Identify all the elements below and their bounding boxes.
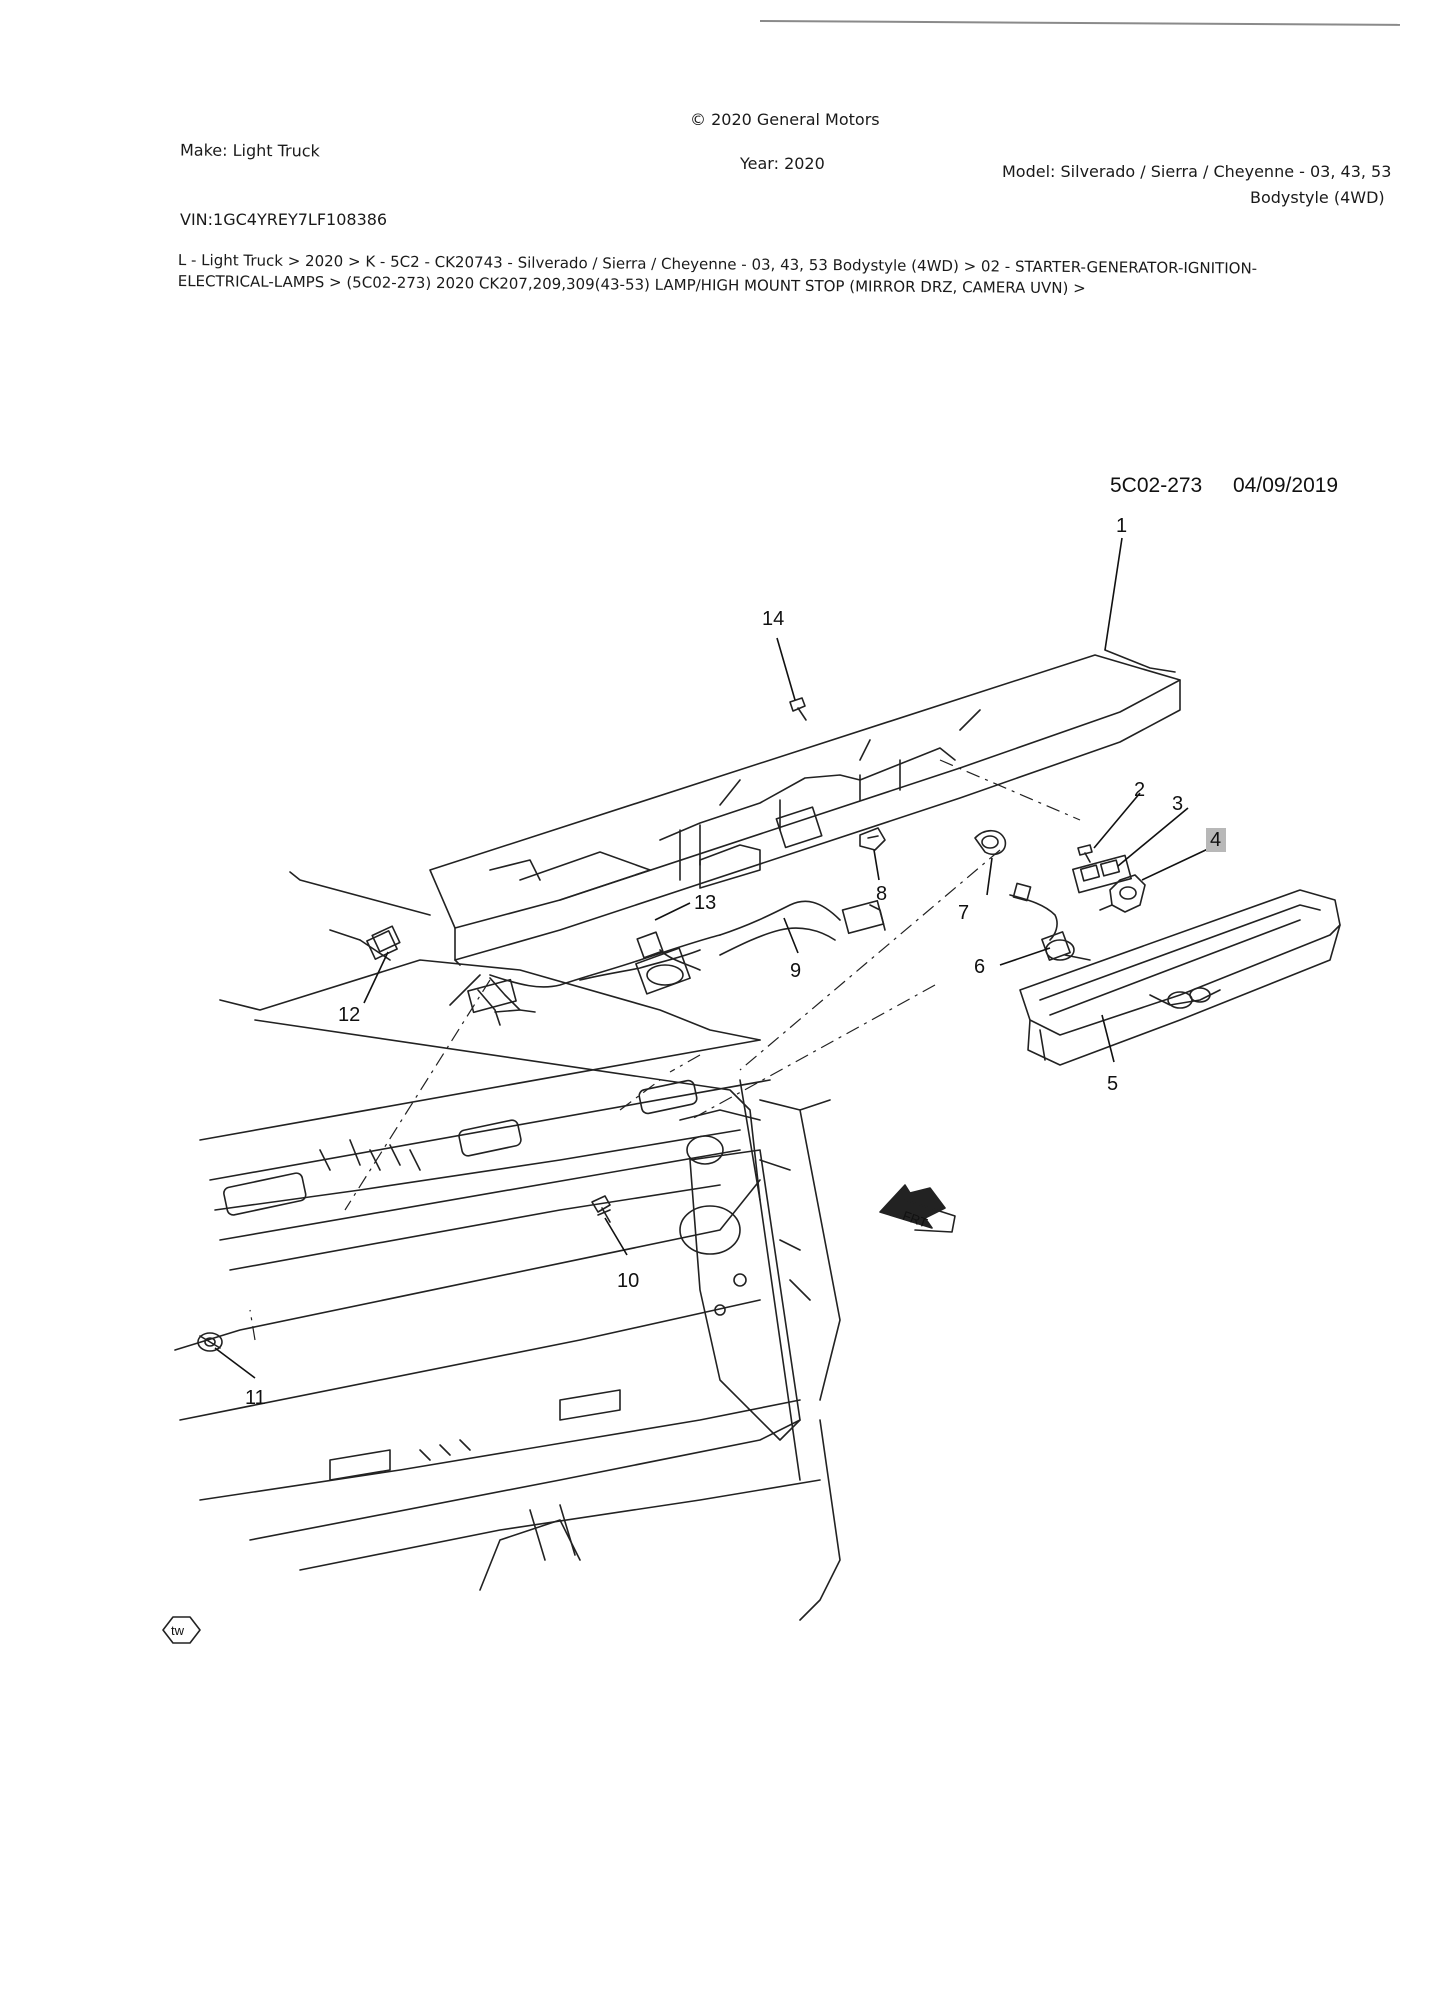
clip-8 (859, 827, 886, 851)
callout-7: 7 (958, 902, 969, 924)
stop-lamp-assembly (1019, 889, 1341, 1066)
callout-13: 13 (694, 892, 716, 914)
callout-leaders (214, 537, 1211, 1379)
callout-4: 4 (1210, 829, 1221, 851)
callout-1: 1 (1116, 515, 1127, 537)
wiring-harness (329, 899, 886, 1026)
callout-14: 14 (762, 608, 784, 630)
callout-10: 10 (617, 1270, 639, 1292)
year-field: Year: 2020 (740, 154, 825, 173)
bolt-14 (789, 697, 807, 721)
callout-3: 3 (1172, 793, 1183, 815)
lamp-bulb-socket (1099, 874, 1146, 913)
callout-9: 9 (790, 960, 801, 982)
breadcrumb: L - Light Truck > 2020 > K - 5C2 - CK207… (178, 250, 1318, 301)
high-mount-stop-housing (429, 649, 1181, 966)
model-field: Model: Silverado / Sierra / Cheyenne - 0… (1002, 162, 1392, 181)
tw-torque-symbol (162, 1616, 201, 1644)
tw-torque-label: tw (171, 1623, 185, 1638)
copyright-text: © 2020 General Motors (690, 110, 880, 129)
scan-edge-line (759, 20, 1400, 26)
screw-2 (1077, 844, 1093, 863)
callout-11: 11 (245, 1387, 266, 1409)
grommet-11 (197, 1332, 223, 1352)
camera-module (1072, 854, 1132, 894)
figure-date: 04/09/2019 (1233, 474, 1338, 497)
front-direction-arrow (879, 1184, 956, 1233)
pushpin-10 (591, 1195, 611, 1223)
body-panel-structure (174, 871, 841, 1621)
bodystyle-field: Bodystyle (4WD) (1250, 188, 1385, 207)
callout-2: 2 (1134, 779, 1145, 801)
assembly-centerlines (249, 759, 1081, 1341)
vin-field: VIN:1GC4YREY7LF108386 (180, 210, 388, 229)
callout-6: 6 (974, 956, 985, 978)
figure-id: 5C02-273 (1110, 474, 1202, 497)
make-field: Make: Light Truck (179, 140, 320, 161)
grommet-7 (974, 829, 1007, 856)
exploded-view-diagram: 5C02-273 04/09/2019 1 2 3 4 5 6 7 8 9 10… (162, 474, 1341, 1644)
callout-8: 8 (876, 883, 887, 905)
callout-5: 5 (1107, 1073, 1118, 1095)
callout-12: 12 (338, 1004, 360, 1026)
callout-4-highlight (1206, 828, 1226, 852)
